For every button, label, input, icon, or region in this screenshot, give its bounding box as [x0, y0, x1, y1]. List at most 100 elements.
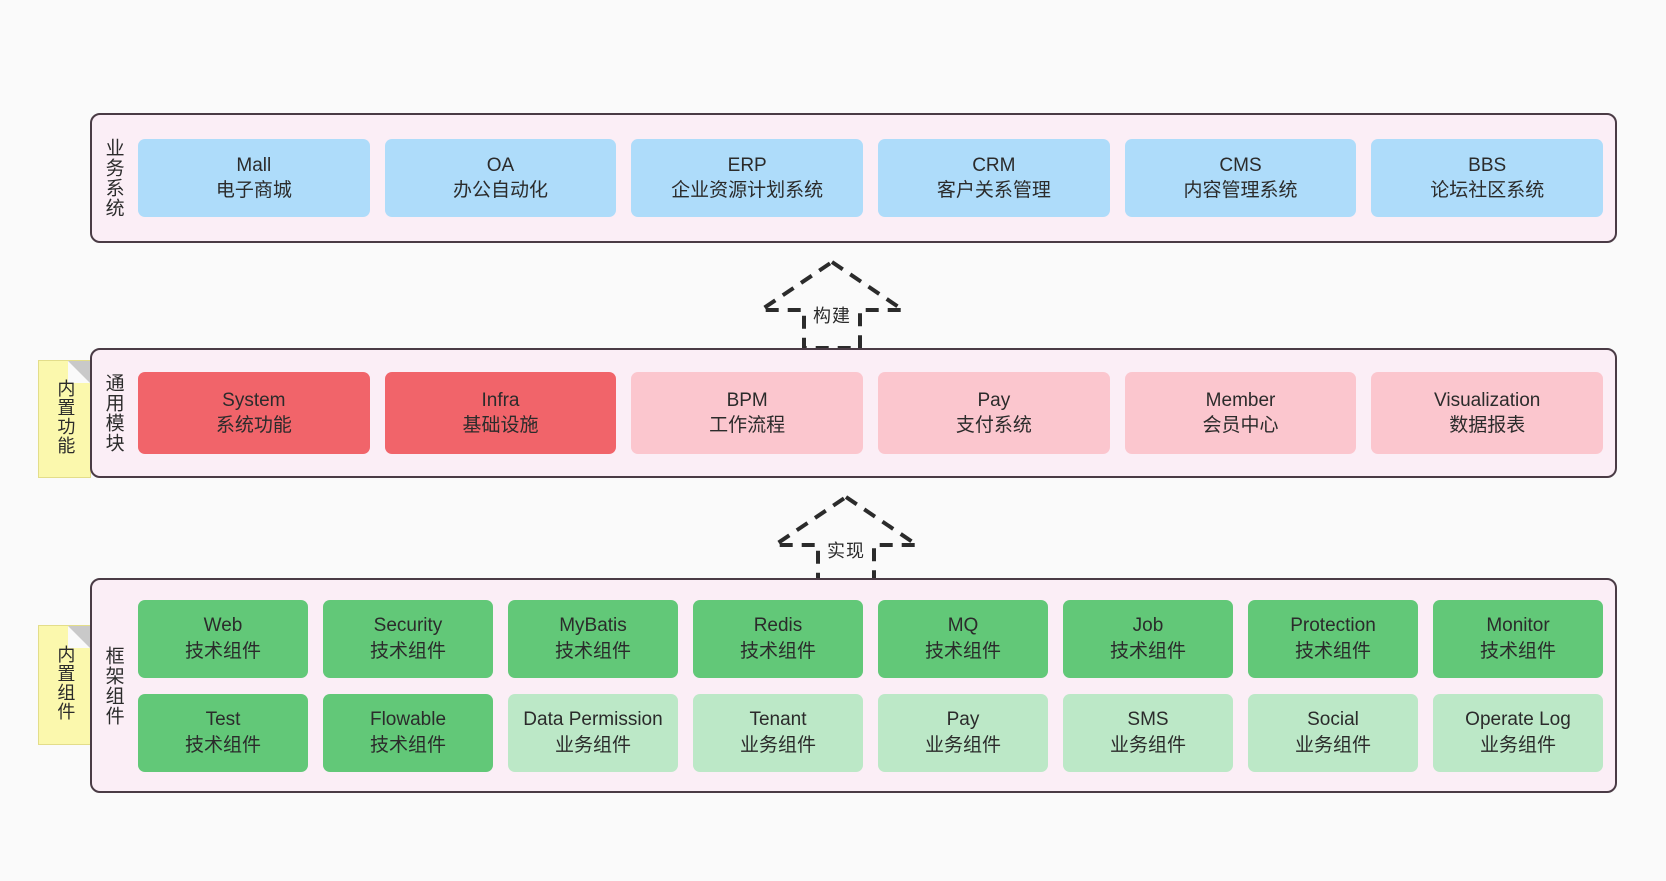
box-erp[interactable]: ERP 企业资源计划系统	[631, 139, 864, 217]
box-subtitle: 技术组件	[184, 640, 261, 662]
box-title: Mall	[236, 154, 272, 176]
box-subtitle: 支付系统	[955, 415, 1032, 436]
box-subtitle: 技术组件	[1479, 640, 1556, 662]
box-mall[interactable]: Mall 电子商城	[138, 139, 370, 217]
implement-arrow-label: 实现	[827, 541, 865, 561]
box-subtitle: 技术组件	[1109, 640, 1186, 662]
build-arrow-label: 构建	[813, 306, 851, 326]
box-pay[interactable]: Pay 支付系统	[878, 372, 1110, 454]
box-title: Data Permission	[523, 709, 663, 731]
box-sms[interactable]: SMS 业务组件	[1063, 693, 1233, 772]
box-title: Monitor	[1486, 615, 1550, 637]
box-title: BBS	[1468, 154, 1507, 176]
box-crm[interactable]: CRM 客户关系管理	[878, 139, 1110, 217]
box-protection[interactable]: Protection 技术组件	[1248, 599, 1418, 678]
layer-body-common-modules: System 系统功能 Infra 基础设施 BPM 工作流程 Pay 支付系统	[134, 350, 1615, 476]
box-web[interactable]: Web 技术组件	[138, 599, 308, 678]
box-mybatis[interactable]: MyBatis 技术组件	[508, 599, 678, 678]
box-visualization[interactable]: Visualization 数据报表	[1371, 372, 1604, 454]
box-title: Flowable	[369, 709, 447, 731]
box-subtitle: 技术组件	[739, 640, 816, 662]
box-title: Redis	[753, 615, 803, 637]
box-job[interactable]: Job 技术组件	[1063, 599, 1233, 678]
box-tenant[interactable]: Tenant 业务组件	[693, 693, 863, 772]
box-subtitle: 系统功能	[215, 415, 292, 436]
box-subtitle: 技术组件	[369, 734, 446, 756]
box-subtitle: 业务组件	[739, 734, 816, 756]
box-redis[interactable]: Redis 技术组件	[693, 599, 863, 678]
box-subtitle: 办公自动化	[453, 180, 549, 201]
box-title: ERP	[727, 154, 767, 176]
box-subtitle: 技术组件	[369, 640, 446, 662]
box-mq[interactable]: MQ 技术组件	[878, 599, 1048, 678]
box-row: System 系统功能 Infra 基础设施 BPM 工作流程 Pay 支付系统	[138, 372, 1604, 454]
box-social[interactable]: Social 业务组件	[1248, 693, 1418, 772]
box-title: MQ	[947, 615, 979, 637]
box-title: Protection	[1290, 615, 1376, 637]
layer-title-framework-components: 框架组件	[102, 645, 124, 726]
box-title: Infra	[481, 389, 520, 411]
box-subtitle: 业务组件	[1109, 734, 1186, 756]
box-subtitle: 论坛社区系统	[1430, 180, 1545, 201]
box-member[interactable]: Member 会员中心	[1124, 372, 1357, 454]
box-bbs[interactable]: BBS 论坛社区系统	[1371, 139, 1604, 217]
box-subtitle: 会员中心	[1202, 415, 1279, 436]
box-subtitle: 基础设施	[462, 415, 539, 436]
box-oa[interactable]: OA 办公自动化	[384, 139, 617, 217]
box-title: OA	[486, 154, 515, 176]
box-title: Visualization	[1434, 389, 1541, 411]
box-title: Tenant	[749, 709, 807, 731]
box-subtitle: 技术组件	[924, 640, 1001, 662]
box-title: Security	[373, 615, 443, 637]
box-monitor[interactable]: Monitor 技术组件	[1433, 599, 1603, 678]
box-subtitle: 企业资源计划系统	[671, 180, 824, 201]
build-arrow: 构建	[754, 258, 910, 350]
box-operate-log[interactable]: Operate Log 业务组件	[1433, 693, 1603, 772]
box-title: BPM	[726, 389, 768, 411]
box-subtitle: 业务组件	[924, 734, 1001, 756]
box-subtitle: 电子商城	[215, 180, 292, 201]
box-cms[interactable]: CMS 内容管理系统	[1124, 139, 1357, 217]
box-title: Pay	[977, 389, 1011, 411]
box-subtitle: 技术组件	[554, 640, 631, 662]
box-subtitle: 客户关系管理	[936, 180, 1051, 201]
box-row: Mall 电子商城 OA 办公自动化 ERP 企业资源计划系统 CRM 客户关系…	[138, 139, 1604, 217]
box-subtitle: 内容管理系统	[1183, 180, 1298, 201]
box-title: Operate Log	[1465, 709, 1571, 731]
box-title: Web	[203, 615, 243, 637]
note-builtin-components: 内置组件	[38, 625, 91, 745]
box-title: Social	[1307, 709, 1359, 731]
note-builtin-features: 内置功能	[38, 360, 91, 478]
box-title: CMS	[1219, 154, 1262, 176]
box-system[interactable]: System 系统功能	[138, 372, 370, 454]
box-title: Job	[1132, 615, 1164, 637]
box-subtitle: 技术组件	[184, 734, 261, 756]
layer-business-systems: 业务系统 Mall 电子商城 OA 办公自动化 ERP 企业资源计划系统	[90, 113, 1617, 243]
box-title: System	[222, 389, 286, 411]
box-title: SMS	[1127, 709, 1169, 731]
box-pay-business[interactable]: Pay 业务组件	[878, 693, 1048, 772]
box-title: Pay	[946, 709, 980, 731]
box-data-permission[interactable]: Data Permission 业务组件	[508, 693, 678, 772]
layer-body-business-systems: Mall 电子商城 OA 办公自动化 ERP 企业资源计划系统 CRM 客户关系…	[134, 115, 1615, 241]
box-infra[interactable]: Infra 基础设施	[384, 372, 617, 454]
box-bpm[interactable]: BPM 工作流程	[631, 372, 864, 454]
box-subtitle: 业务组件	[1479, 734, 1556, 756]
layer-title-business-systems: 业务系统	[102, 138, 124, 218]
box-flowable[interactable]: Flowable 技术组件	[323, 693, 493, 772]
box-title: MyBatis	[559, 615, 627, 637]
box-subtitle: 数据报表	[1449, 415, 1526, 436]
box-security[interactable]: Security 技术组件	[323, 599, 493, 678]
box-title: Member	[1205, 389, 1276, 411]
layer-framework-components: 框架组件 Web 技术组件 Security 技术组件 MyBatis 技术组件	[90, 578, 1617, 793]
implement-arrow: 实现	[768, 493, 924, 585]
box-subtitle: 业务组件	[554, 734, 631, 756]
box-title: CRM	[972, 154, 1016, 176]
box-test[interactable]: Test 技术组件	[138, 693, 308, 772]
box-subtitle: 技术组件	[1294, 640, 1371, 662]
note-label: 内置组件	[55, 645, 76, 721]
box-title: Test	[205, 709, 241, 731]
box-subtitle: 业务组件	[1294, 734, 1371, 756]
layer-body-framework-components: Web 技术组件 Security 技术组件 MyBatis 技术组件 Redi…	[134, 580, 1615, 791]
